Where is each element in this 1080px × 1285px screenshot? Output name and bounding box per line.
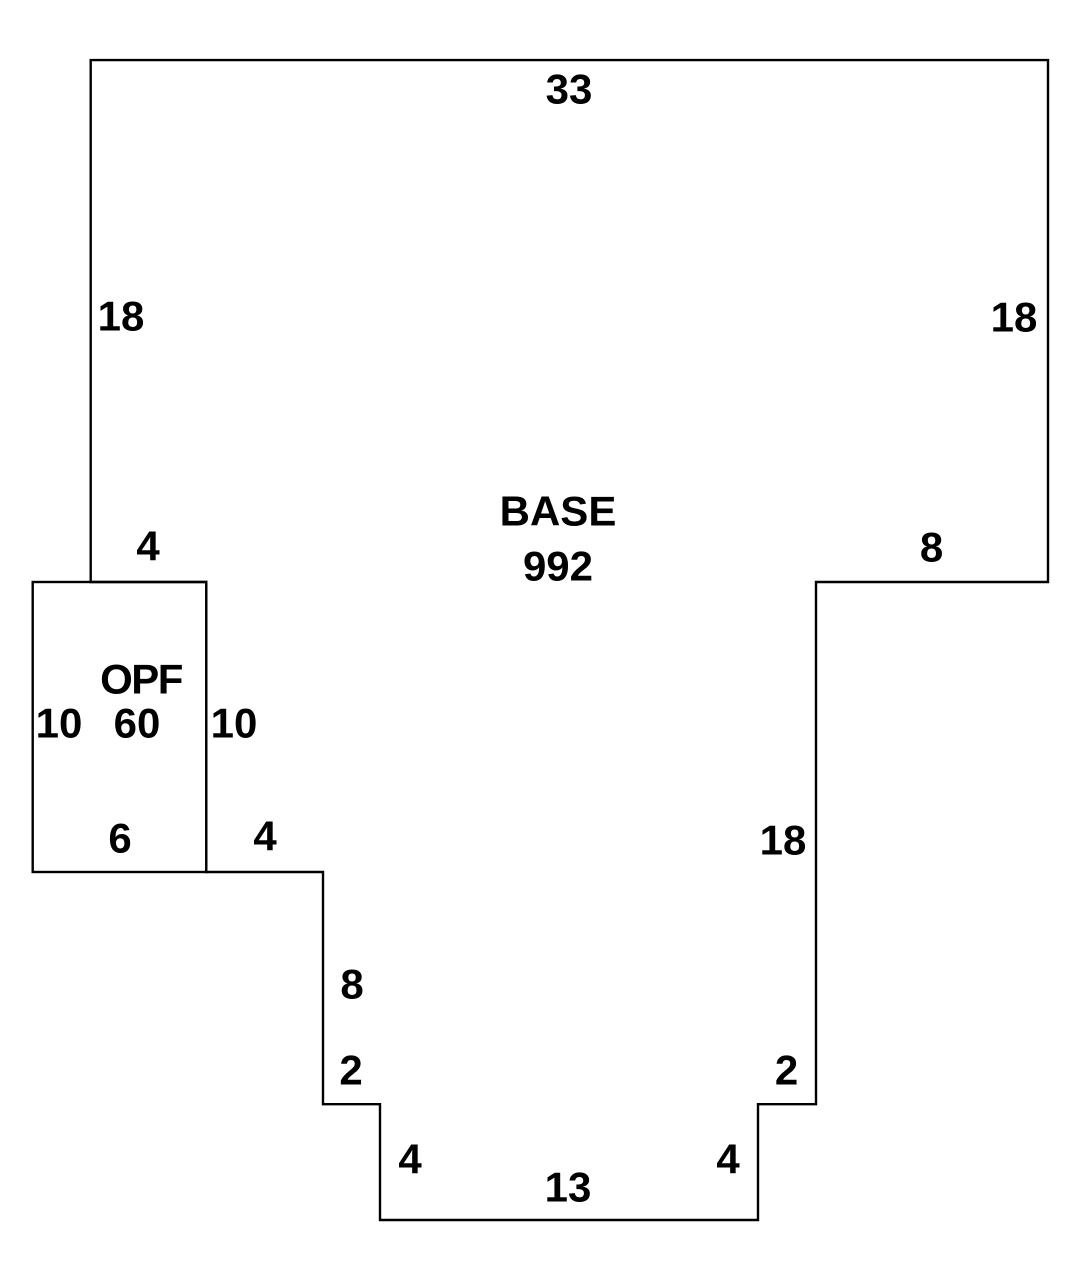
svg-text:BASE: BASE	[500, 488, 617, 535]
svg-text:8: 8	[340, 961, 363, 1008]
svg-text:4: 4	[398, 1136, 422, 1183]
svg-text:2: 2	[775, 1047, 798, 1094]
svg-text:10: 10	[36, 700, 83, 747]
svg-text:18: 18	[991, 294, 1038, 341]
svg-text:6: 6	[108, 815, 131, 862]
svg-text:4: 4	[253, 813, 277, 860]
svg-text:60: 60	[114, 700, 161, 747]
svg-text:OPF: OPF	[100, 656, 183, 703]
svg-text:13: 13	[545, 1164, 592, 1211]
svg-text:992: 992	[523, 543, 593, 590]
svg-text:10: 10	[211, 700, 258, 747]
svg-text:33: 33	[546, 66, 593, 113]
svg-text:8: 8	[920, 524, 943, 571]
svg-text:2: 2	[339, 1047, 362, 1094]
svg-text:18: 18	[98, 293, 145, 340]
svg-text:18: 18	[760, 817, 807, 864]
svg-text:4: 4	[716, 1136, 740, 1183]
svg-text:4: 4	[136, 523, 160, 570]
